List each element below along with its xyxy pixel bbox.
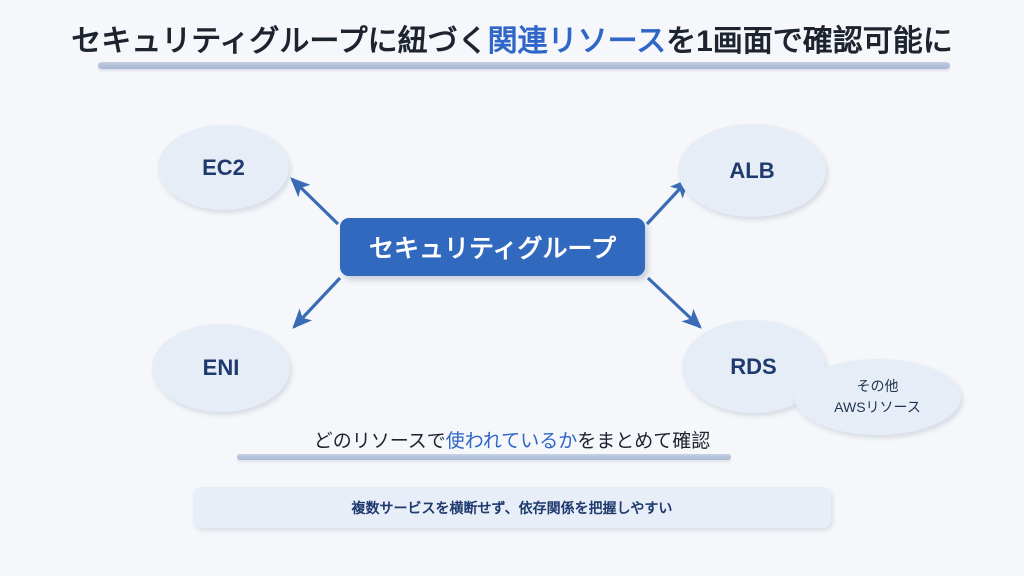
- caption-text-part1: どのリソースで: [313, 431, 446, 452]
- caption-text-accent: 使われているか: [445, 431, 578, 452]
- diagram-node-eni[interactable]: ENI: [152, 324, 290, 412]
- caption-text-part2: をまとめて確認: [577, 431, 711, 452]
- diagram-node-security-group[interactable]: セキュリティグループ: [340, 218, 645, 276]
- page-title: セキュリティグループに紐づく関連リソースを1画面で確認可能に: [0, 16, 1024, 60]
- diagram-node-ec2[interactable]: EC2: [158, 125, 289, 210]
- diagram-node-eni-label: ENI: [202, 355, 240, 381]
- arrow-center-to-ec2: [290, 177, 340, 226]
- diagram-node-rds-label: RDS: [730, 353, 777, 379]
- arrow-center-to-eni: [292, 276, 342, 329]
- diagram-caption: どのリソースで使われているかをまとめて確認: [0, 426, 1024, 453]
- diagram-node-other-label: その他 AWSリソース: [834, 376, 921, 418]
- diagram-node-other-line1: その他: [856, 378, 899, 394]
- diagram-node-other-aws-resources[interactable]: その他 AWSリソース: [794, 359, 961, 435]
- diagram-node-security-group-label: セキュリティグループ: [368, 235, 616, 263]
- arrow-center-to-alb: [645, 178, 690, 226]
- diagram-node-alb[interactable]: ALB: [678, 124, 826, 217]
- diagram-arrow-layer: [290, 177, 702, 329]
- title-text-part2: を1画面で確認可能に: [666, 25, 953, 58]
- diagram-node-ec2-label: EC2: [202, 154, 245, 180]
- footnote-box: 複数サービスを横断せず、依存関係を把握しやすい: [193, 487, 831, 528]
- caption-underline-bar: [237, 454, 731, 460]
- title-text-part1: セキュリティグループに紐づく: [71, 25, 488, 58]
- title-text-accent: 関連リソース: [487, 25, 667, 58]
- arrow-center-to-rds: [646, 276, 702, 329]
- diagram-node-other-line2: AWSリソース: [834, 399, 921, 415]
- footnote-text: 複数サービスを横断せず、依存関係を把握しやすい: [351, 499, 673, 516]
- resource-relationship-diagram: EC2 ALB ENI RDS その他 AWSリソース セキュリティグループ: [0, 84, 1024, 435]
- title-underline-bar: [98, 62, 950, 69]
- diagram-node-alb-label: ALB: [729, 157, 775, 183]
